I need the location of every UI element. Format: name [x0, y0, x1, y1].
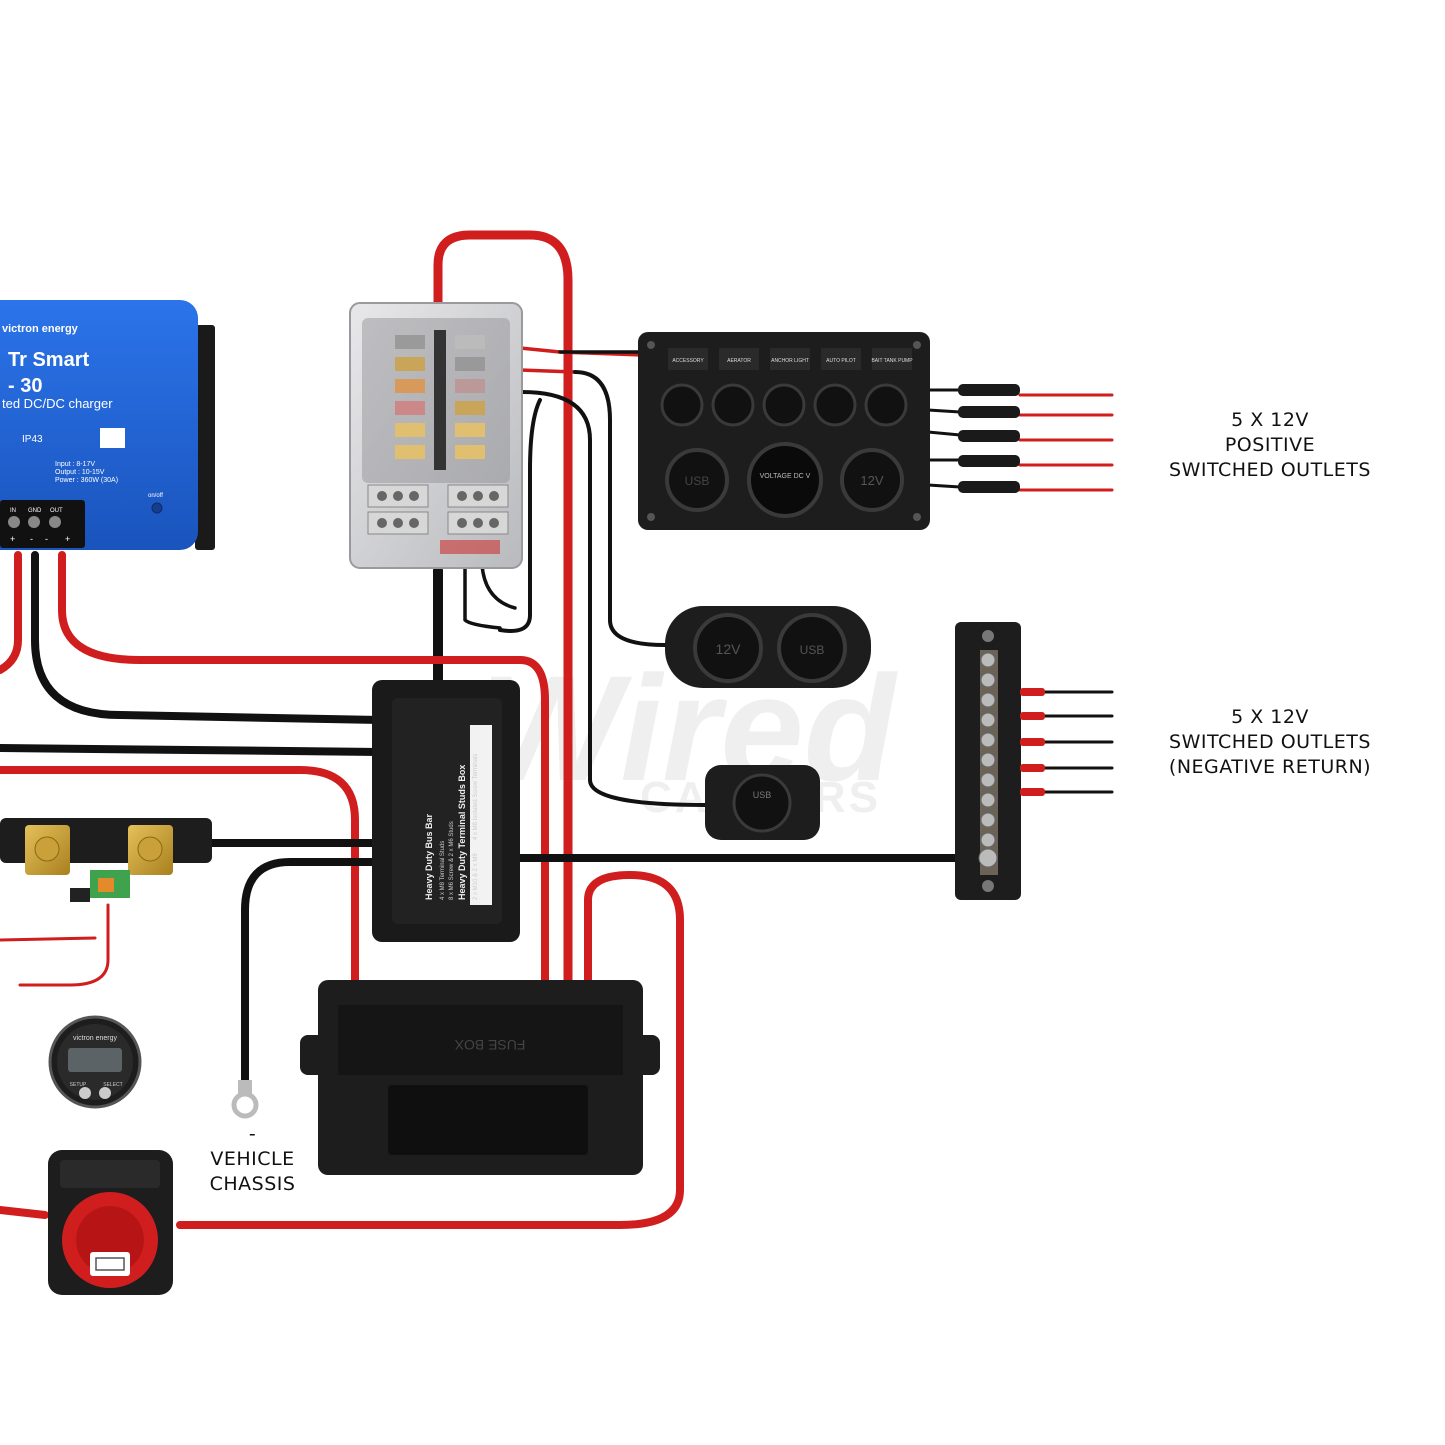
charger-terminal-in: IN [10, 508, 16, 514]
wire-black-fuse-down [498, 398, 542, 633]
positive-outlets-line2: POSITIVE [1224, 434, 1316, 456]
rocker-switch-3[interactable] [762, 383, 806, 427]
switch-label-aerator: AERATOR [727, 358, 751, 364]
socket-plate-12v: 12V [716, 641, 742, 657]
charger-pol-2: - [30, 534, 33, 544]
positive-outlets-line3: SWITCHED OUTLETS [1169, 459, 1371, 481]
charger-terminal-out: OUT [50, 508, 63, 514]
ring-terminals-red [1020, 688, 1045, 796]
usb-socket [665, 448, 729, 512]
positive-outlets-line1: 5 X 12V [1231, 409, 1309, 431]
charger-terminal-gnd: GND [28, 508, 42, 514]
wire-red-monitor [18, 903, 110, 987]
busbar-line-3: 2 x M10 & 2 x M8 [473, 853, 479, 900]
wire-black-chassis [241, 858, 384, 1089]
voltmeter [747, 442, 823, 518]
charger-spec-power: Power : 360W (30A) [55, 477, 118, 484]
socket-plate-usb: USB [800, 643, 825, 657]
charger-spec-output: Output : 10-15V [55, 469, 105, 476]
busbar-title-1: Heavy Duty Bus Bar [424, 813, 434, 900]
monitor-brand: victron energy [73, 1035, 117, 1042]
dc-dc-charger: victron energy Tr Smart - 30 ted DC/DC c… [0, 300, 215, 550]
charger-onoff-label: on/off [148, 493, 163, 499]
rocker-switch-4[interactable] [813, 383, 857, 427]
monitor-setup-label: SETUP [70, 1082, 87, 1088]
inline-fuse-holders [958, 384, 1020, 493]
wire-red-shunt [0, 766, 359, 994]
rocker-switch-5[interactable] [864, 383, 908, 427]
switch-label-accessory: ACCESSORY [672, 358, 704, 364]
charger-pol-4: + [65, 534, 70, 544]
wire-red-fuse-feed [433, 230, 573, 995]
rocker-switch-2[interactable] [711, 383, 755, 427]
wire-red-monitor-2 [0, 936, 97, 942]
busbar-title-2: Heavy Duty Terminal Studs Box [457, 765, 467, 900]
voltmeter-label: VOLTAGE DC V [760, 473, 811, 480]
charger-ip-rating: IP43 [22, 434, 43, 445]
battery-monitor: victron energy SETUP SELECT [48, 1015, 142, 1109]
usb-panel: USB [705, 765, 820, 840]
cig-socket-12v-label: 12V [860, 473, 883, 488]
wire-black-left-busbar [0, 744, 384, 756]
usb-socket-label: USB [685, 474, 710, 488]
chassis-ring-terminal [231, 1080, 259, 1119]
charger-pol-1: + [10, 534, 15, 544]
wire-black-fuse-thin2 [480, 563, 517, 610]
charger-spec-input: Input : 8-17V [55, 461, 95, 468]
dual-socket-plate: 12V USB [665, 606, 871, 688]
wire-red-isolator [176, 871, 684, 1229]
chassis-line2: CHASSIS [209, 1173, 296, 1195]
busbar-line-1: 4 x M8 Terminal Studs [440, 841, 446, 900]
charger-brand: victron energy [2, 323, 79, 335]
battery-isolator-switch[interactable] [48, 1150, 173, 1295]
negative-outlets-line3: (NEGATIVE RETURN) [1168, 756, 1372, 778]
switch-label-anchor-light: ANCHOR LIGHT [771, 358, 809, 364]
wire-black-to-usb [573, 370, 667, 647]
switch-labels: ACCESSORY AERATOR ANCHOR LIGHT AUTO PILO… [668, 348, 913, 370]
charger-model-line3: ted DC/DC charger [2, 396, 113, 411]
switch-label-auto-pilot: AUTO PILOT [826, 358, 856, 364]
monitor-setup-button[interactable] [79, 1087, 91, 1099]
switch-label-bait-tank: BAIT TANK PUMP [871, 358, 913, 364]
chassis-line1: VEHICLE [210, 1148, 295, 1170]
rocker-switch-1[interactable] [660, 383, 704, 427]
wire-red-panel-2 [518, 368, 577, 374]
negative-outlets-label: 5 X 12V SWITCHED OUTLETS (NEGATIVE RETUR… [1150, 705, 1390, 780]
wire-black-to-usbpanel [520, 390, 707, 807]
charger-model-line1: Tr Smart [8, 349, 89, 371]
heavy-duty-busbar-box: Heavy Duty Bus Bar 4 x M8 Terminal Studs… [372, 680, 520, 942]
wire-red-charger-in [0, 551, 22, 674]
wire-black-charger-gnd [31, 551, 384, 724]
negative-outlets-line2: SWITCHED OUTLETS [1169, 731, 1371, 753]
fuse-slots [395, 330, 485, 470]
busbar-line-4: 4 x M8 Isolated Screw Terminals [473, 754, 479, 840]
fuse-box-label: FUSE BOX [454, 1037, 525, 1053]
usb-panel-label: USB [753, 790, 772, 800]
chassis-minus: - [248, 1123, 257, 1145]
charger-pol-3: - [45, 534, 48, 544]
cig-socket-12v [840, 448, 904, 512]
busbar-line-2: 8 x M6 Screw & 2 x M6 Studs [449, 821, 455, 900]
switch-panel: ACCESSORY AERATOR ANCHOR LIGHT AUTO PILO… [638, 332, 1020, 530]
wire-red-isolator-left [0, 1206, 49, 1219]
rocker-switches [660, 383, 908, 427]
negative-bus-bar [955, 622, 1045, 900]
monitor-select-button[interactable] [99, 1087, 111, 1099]
vehicle-chassis-label: - VEHICLE CHASSIS [190, 1122, 315, 1197]
negative-outlets-line1: 5 X 12V [1231, 706, 1309, 728]
charger-onoff-switch[interactable] [151, 502, 163, 514]
positive-outlet-wires [926, 388, 1114, 492]
positive-outlets-label: 5 X 12V POSITIVE SWITCHED OUTLETS [1150, 408, 1390, 483]
battery-shunt [0, 818, 212, 902]
wire-black-fuse-thin [463, 563, 502, 630]
monitor-select-label: SELECT [103, 1082, 122, 1088]
wire-red-charger-out [58, 551, 549, 989]
fuse-box: FUSE BOX [300, 980, 660, 1175]
charger-model-line2: - 30 [8, 375, 42, 397]
blade-fuse-block [349, 302, 523, 569]
